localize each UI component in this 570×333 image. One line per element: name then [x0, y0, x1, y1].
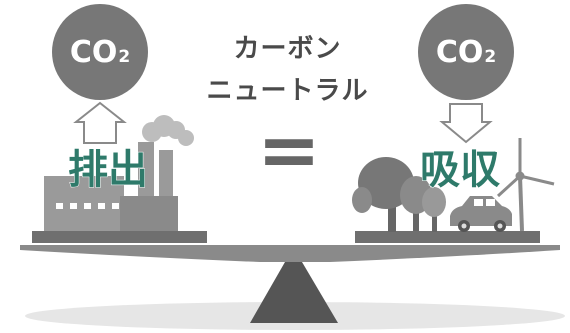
down-arrow-icon	[439, 103, 493, 144]
co2-badge-left-subscript: 2	[118, 47, 131, 67]
equals-symbol: =	[257, 105, 321, 194]
smoke-icon	[142, 115, 194, 146]
left-pan	[32, 231, 207, 243]
wind-turbine-icon	[496, 138, 555, 232]
right-pan	[355, 231, 540, 243]
co2-badge-right-subscript: 2	[484, 47, 497, 67]
scale-fulcrum	[250, 262, 338, 323]
emission-label: 排出	[68, 147, 149, 193]
tree-icon	[352, 157, 446, 232]
scale-beam	[20, 245, 560, 262]
co2-badge-right-text: CO	[435, 34, 484, 70]
car-icon	[450, 196, 512, 232]
title-line-2: ニュートラル	[206, 76, 369, 106]
co2-badge-left-text: CO	[69, 34, 118, 70]
factory-icon	[44, 142, 178, 231]
title-line-1: カーボン	[233, 34, 342, 64]
absorption-label: 吸収	[420, 147, 501, 193]
up-arrow-icon	[73, 101, 127, 144]
